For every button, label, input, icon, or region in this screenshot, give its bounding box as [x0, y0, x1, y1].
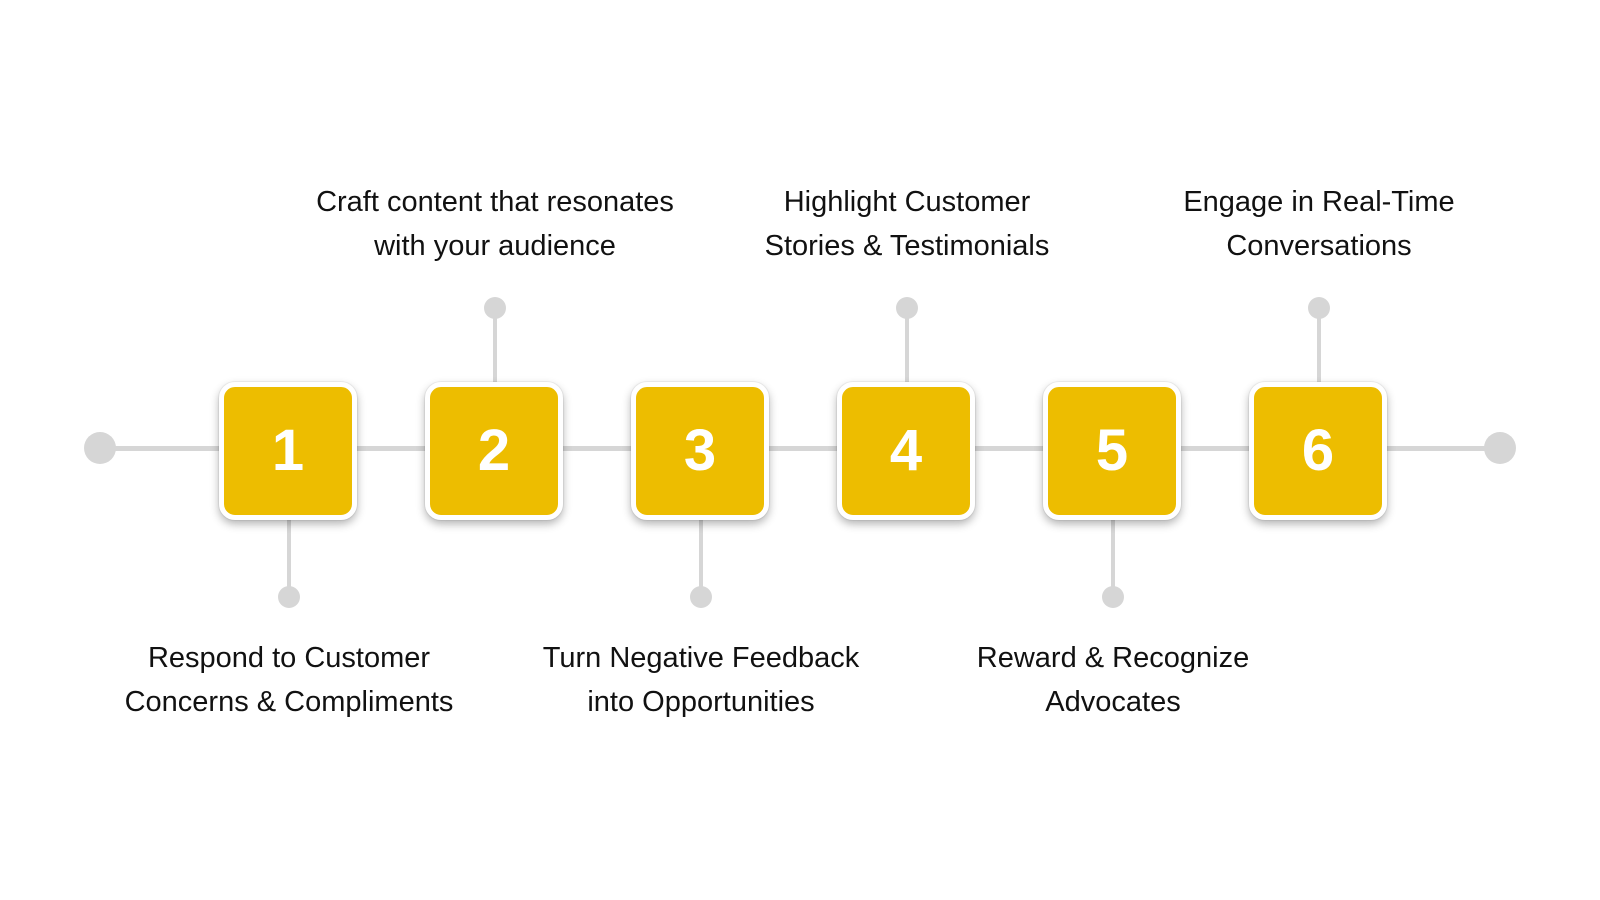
step-6-label-line-2: Conversations	[1226, 230, 1412, 262]
step-6-box: 6	[1249, 382, 1387, 520]
step-1-number: 1	[271, 418, 305, 483]
step-5-label: Reward & Recognize Advocates	[923, 636, 1303, 724]
step-1-connector-dot	[278, 586, 300, 608]
step-4-connector	[905, 310, 909, 382]
step-3-connector-dot	[690, 586, 712, 608]
step-3-label: Turn Negative Feedback into Opportunitie…	[511, 636, 891, 724]
step-1-box: 1	[219, 382, 357, 520]
step-2-label: Craft content that resonates with your a…	[305, 180, 685, 268]
step-4-label-line-2: Stories & Testimonials	[764, 230, 1050, 262]
step-1-connector	[287, 520, 291, 590]
step-1-label-line-2: Concerns & Compliments	[124, 686, 454, 718]
step-5-label-line-2: Advocates	[1045, 686, 1181, 718]
step-5-number: 5	[1095, 418, 1129, 483]
step-2-label-line-1: Craft content that resonates	[316, 186, 674, 218]
step-3-label-line-1: Turn Negative Feedback	[542, 642, 860, 674]
step-4-label-line-1: Highlight Customer	[783, 186, 1031, 218]
timeline-line	[100, 446, 1500, 451]
step-3-label-line-2: into Opportunities	[587, 686, 815, 718]
step-3-connector	[699, 520, 703, 590]
step-6-label-line-1: Engage in Real-Time	[1183, 186, 1455, 218]
step-4-number: 4	[889, 418, 923, 483]
step-4-box: 4	[837, 382, 975, 520]
step-5-connector-dot	[1102, 586, 1124, 608]
step-2-connector	[493, 310, 497, 382]
step-3-box: 3	[631, 382, 769, 520]
step-2-connector-dot	[484, 297, 506, 319]
step-5-connector	[1111, 520, 1115, 590]
step-6-connector	[1317, 310, 1321, 382]
step-5-label-line-1: Reward & Recognize	[976, 642, 1250, 674]
step-6-connector-dot	[1308, 297, 1330, 319]
step-5-box: 5	[1043, 382, 1181, 520]
timeline-start-dot	[84, 432, 116, 464]
step-1-label: Respond to Customer Concerns & Complimen…	[99, 636, 479, 724]
step-4-label: Highlight Customer Stories & Testimonial…	[717, 180, 1097, 268]
step-1-label-line-1: Respond to Customer	[147, 642, 431, 674]
step-3-number: 3	[683, 418, 717, 483]
step-2-box: 2	[425, 382, 563, 520]
step-4-connector-dot	[896, 297, 918, 319]
timeline-end-dot	[1484, 432, 1516, 464]
step-2-label-line-2: with your audience	[374, 230, 616, 262]
step-6-label: Engage in Real-Time Conversations	[1129, 180, 1509, 268]
step-6-number: 6	[1301, 418, 1335, 483]
step-2-number: 2	[477, 418, 511, 483]
